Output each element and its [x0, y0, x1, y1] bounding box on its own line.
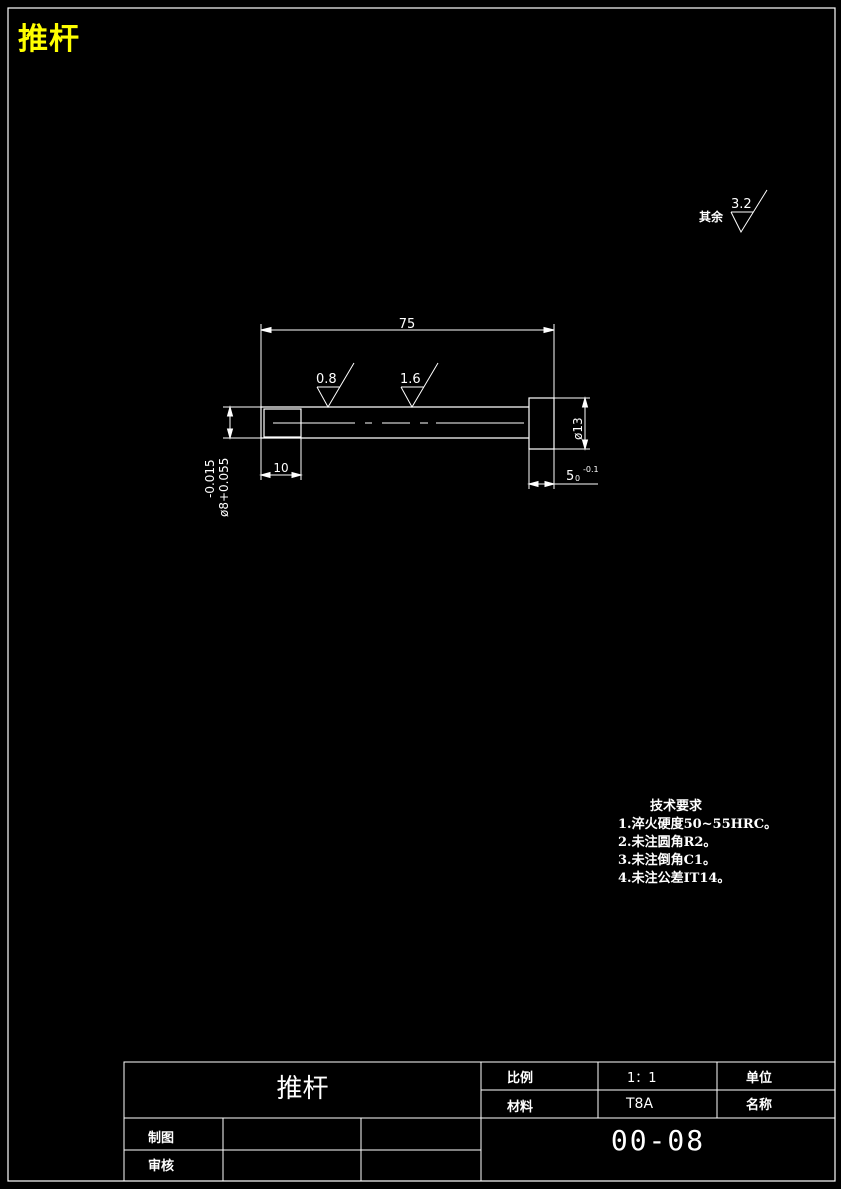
roughness-mark-1-value: 0.8 [316, 372, 337, 387]
roughness-mark-1 [316, 362, 355, 409]
tech-requirements: 技术要求 1.淬火硬度50~55HRC。 2.未注圆角R2。 3.未注倒角C1。… [618, 798, 777, 888]
name-label: 名称 [746, 1098, 773, 1113]
dim-length [260, 324, 555, 407]
tech-requirement-item: 1.淬火硬度50~55HRC。 [618, 817, 778, 832]
dim-shaft-tolerance: -0.015 [203, 459, 217, 498]
dim-head-tolerance-upper: 0 [575, 474, 580, 483]
tech-requirement-item: 4.未注公差IT14。 [618, 871, 731, 886]
tech-requirements-title: 技术要求 [650, 799, 703, 814]
dim-step-length [259, 437, 303, 480]
roughness-general-symbol [730, 189, 768, 234]
scale-value: 1：1 [627, 1071, 657, 1086]
material-label: 材料 [507, 1100, 534, 1115]
checked-by-label: 审核 [148, 1159, 175, 1174]
tech-requirement-item: 2.未注圆角R2。 [618, 835, 717, 850]
dim-head-length [527, 449, 598, 489]
dim-length-value: 75 [399, 317, 416, 332]
drawn-by-label: 制图 [148, 1131, 175, 1146]
drawing-number: 00-08 [610, 1124, 706, 1157]
dim-shaft-diameter-value: ø8+0.055 [217, 458, 231, 517]
dim-shaft-diameter [223, 405, 261, 440]
corner-title: 推杆 [18, 22, 80, 57]
roughness-general-label: 其余 [699, 209, 724, 224]
scale-label: 比例 [507, 1071, 534, 1086]
sheet-border [7, 7, 836, 1182]
tech-requirement-item: 3.未注倒角C1。 [618, 853, 716, 868]
dim-step-length-value: 10 [273, 461, 288, 475]
title-block [123, 1061, 836, 1182]
roughness-general-value: 3.2 [731, 197, 752, 212]
title-block-part-name: 推杆 [276, 1074, 329, 1104]
dim-head-tolerance-lower: -0.1 [583, 465, 599, 474]
dim-head-diameter-value: ø13 [571, 417, 585, 440]
unit-label: 单位 [746, 1071, 773, 1086]
roughness-mark-2-value: 1.6 [400, 372, 421, 387]
dim-head-diameter [554, 396, 590, 451]
dim-head-length-value: 5 [566, 469, 574, 484]
material-value: T8A [626, 1096, 654, 1112]
roughness-mark-2 [400, 362, 439, 409]
